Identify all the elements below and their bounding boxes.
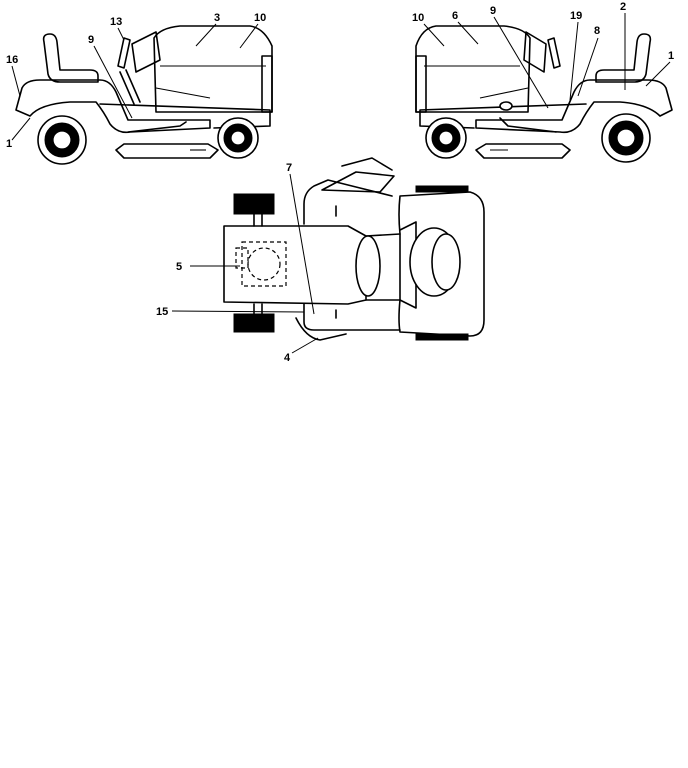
callout-16-left: 16 [6,54,18,66]
left-side-view-tractor [15,25,273,165]
callout-19-right: 19 [570,10,582,22]
callout-2-right: 2 [620,1,626,13]
top-view-tractor [223,157,485,341]
callout-3-left: 3 [214,12,220,24]
callout-1-right: 1 [668,50,674,62]
callout-5-top: 5 [176,261,182,273]
callout-9-right: 9 [490,5,496,17]
callout-13-left: 13 [110,16,122,28]
callout-10-left: 10 [254,12,266,24]
top-view-callouts: 7 5 15 4 [156,162,319,364]
right-view-callouts: 10 6 9 19 8 2 1 [412,1,674,109]
callout-8-right: 8 [594,25,600,37]
callout-7-top: 7 [286,162,292,174]
callout-6-right: 6 [452,10,458,22]
left-view-callouts: 16 1 13 3 10 9 [6,12,266,150]
callout-1-left: 1 [6,138,12,150]
callout-15-top: 15 [156,306,168,318]
right-side-view-tractor [415,25,673,163]
callout-9-left: 9 [88,34,94,46]
callout-10-right: 10 [412,12,424,24]
callout-4-top: 4 [284,352,291,364]
